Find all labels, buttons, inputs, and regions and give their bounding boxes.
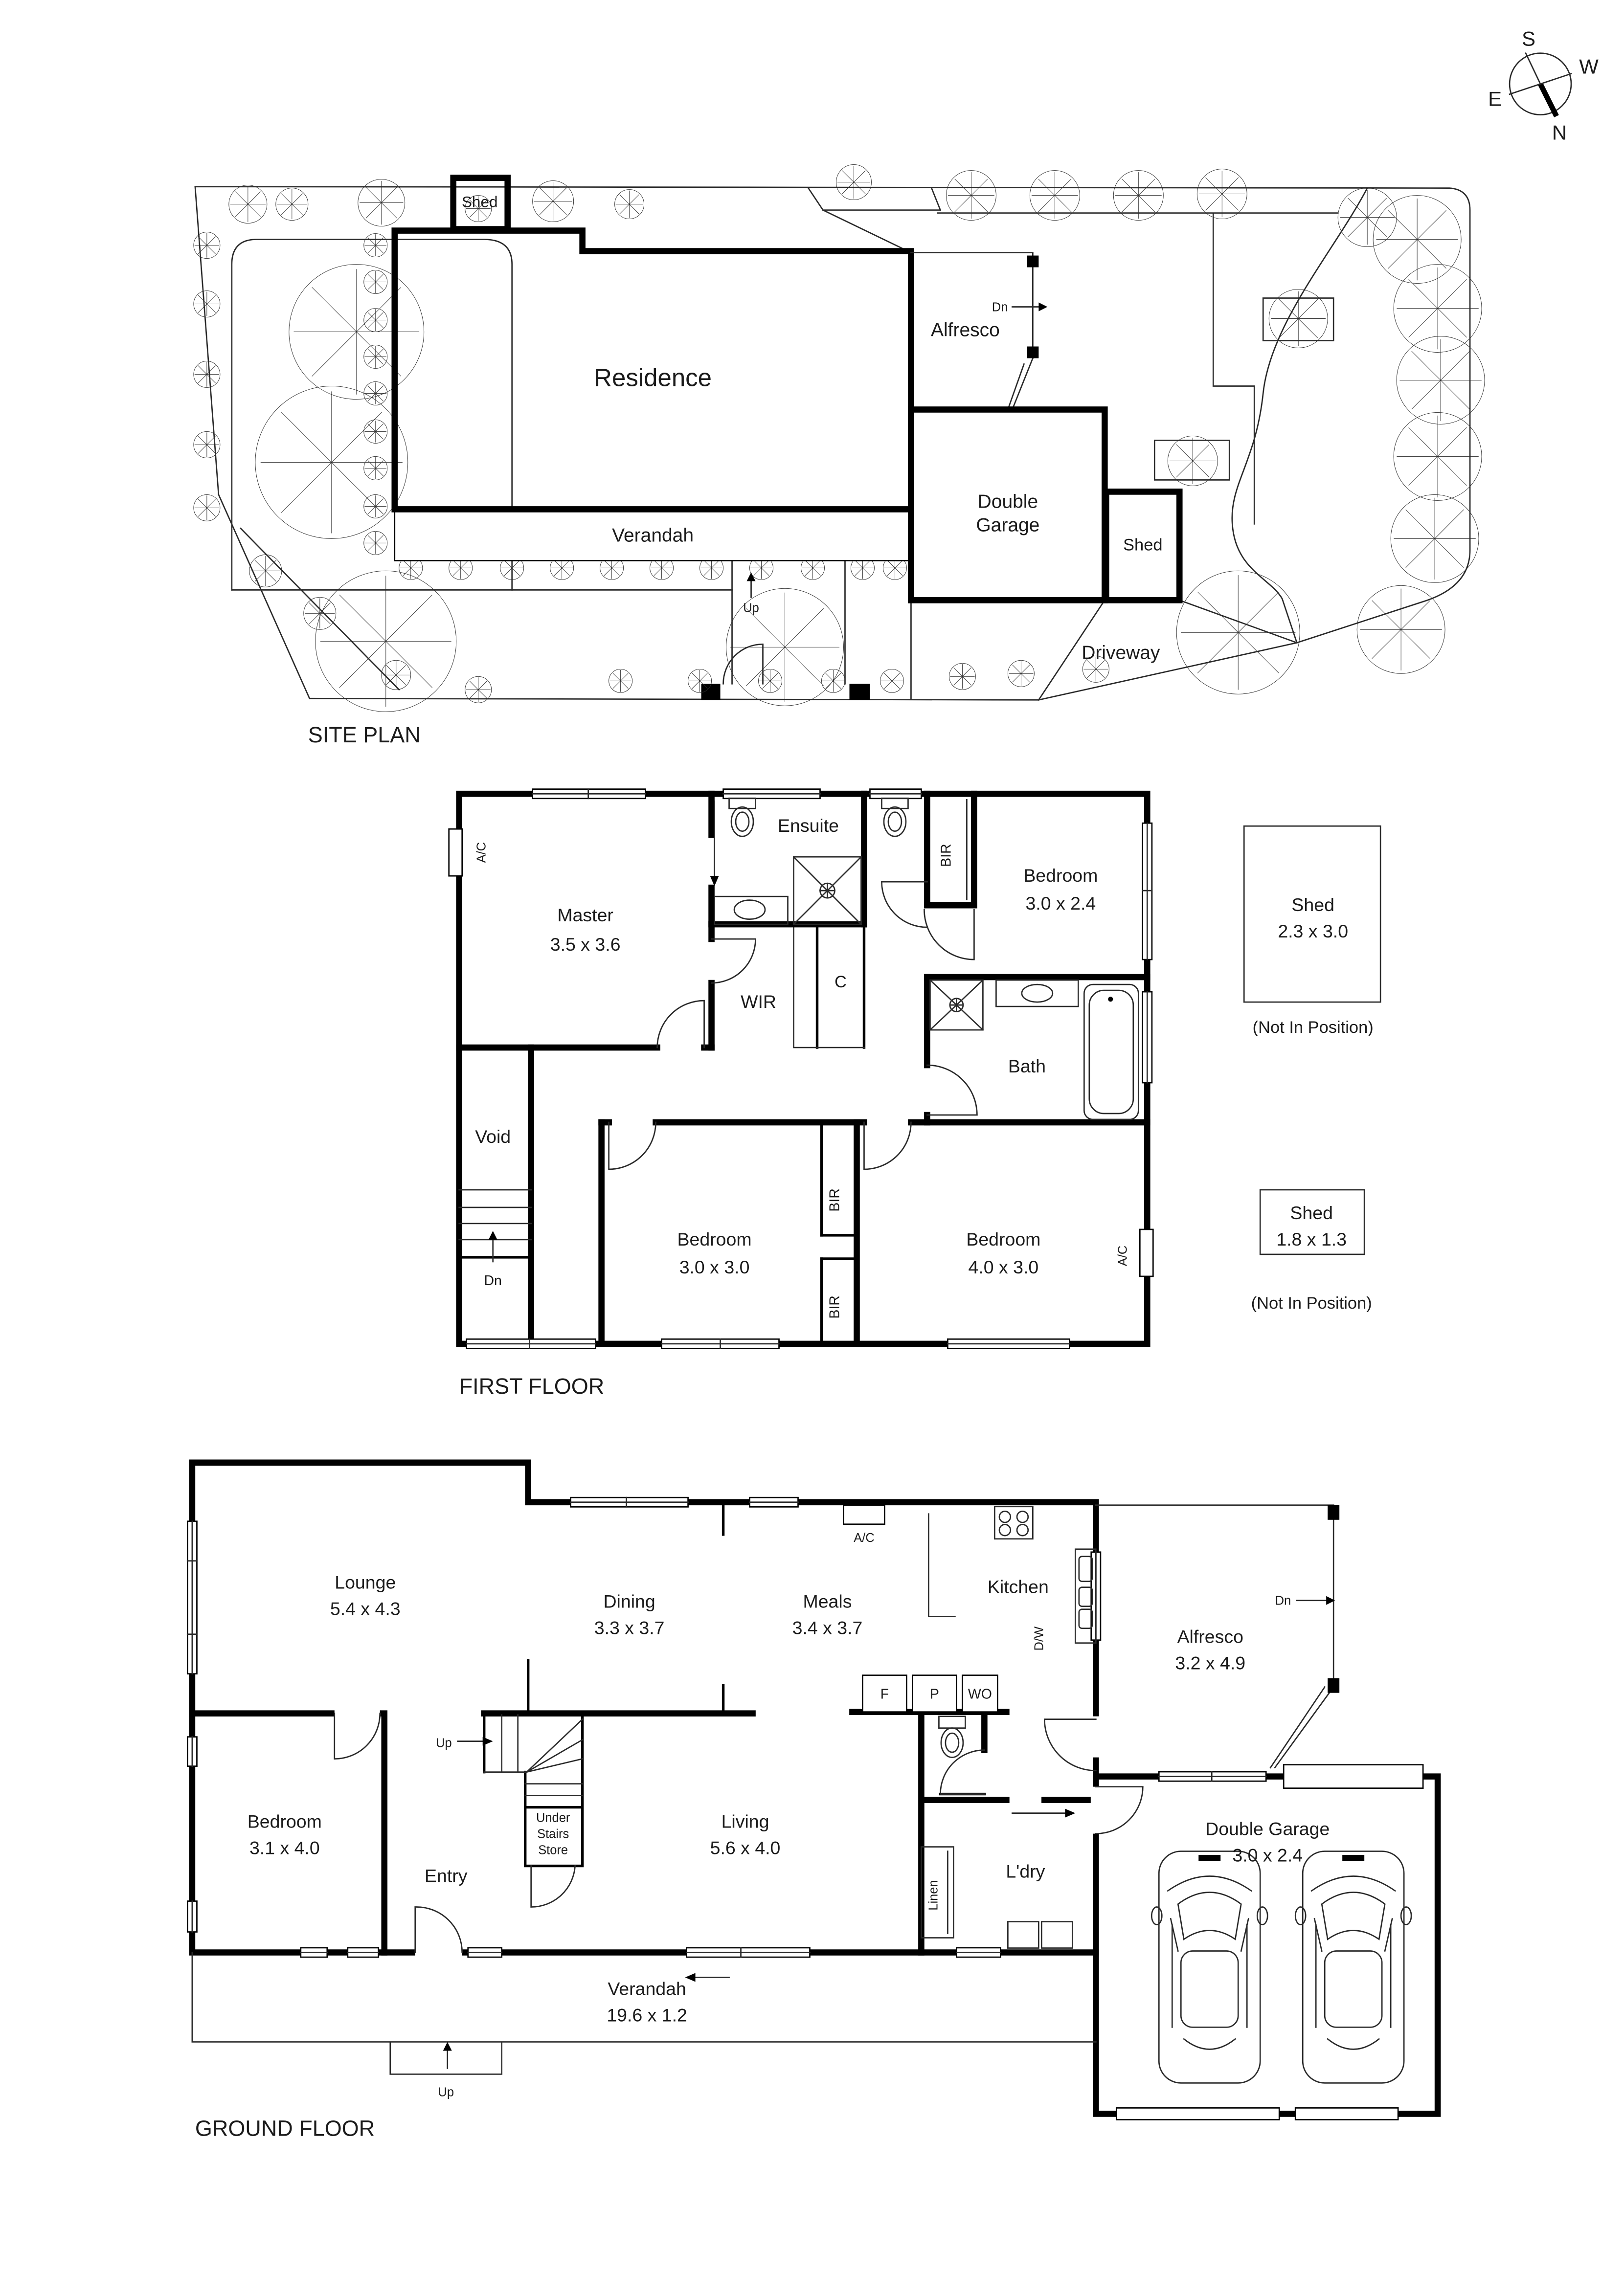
site-garage-label-1: Double: [978, 491, 1038, 512]
ff-bedroom3-label: Bedroom: [677, 1229, 752, 1249]
site-shed-right-label: Shed: [1123, 535, 1163, 554]
gf-fridge-label: F: [880, 1687, 889, 1702]
gf-store-label-1: Under: [536, 1811, 570, 1825]
gf-lounge-dims: 5.4 x 4.3: [330, 1599, 401, 1619]
gf-meals-dims: 3.4 x 3.7: [792, 1618, 863, 1638]
ff-dn-label: Dn: [484, 1273, 501, 1289]
first-floor-plan: A/C Master 3.5 x 3.6 Ensuite WIR C BIR B…: [448, 788, 1381, 1399]
ground-floor-walls: [189, 1459, 1441, 2117]
ff-bedroom4-label: Bedroom: [966, 1229, 1040, 1249]
ground-floor-fixtures: [443, 1674, 1076, 2069]
ff-bir-low-label: BIR: [827, 1295, 842, 1318]
gf-bedroom-label: Bedroom: [248, 1811, 322, 1832]
ground-floor-kitchen-fixtures: [843, 1504, 1097, 1644]
ff-void-label: Void: [475, 1126, 511, 1147]
gf-dining-label: Dining: [603, 1591, 655, 1612]
ff-shed-b-dims: 1.8 x 1.3: [1276, 1229, 1347, 1249]
gf-bedroom-dims: 3.1 x 4.0: [249, 1838, 320, 1858]
ff-shed-a-note: (Not In Position): [1253, 1018, 1374, 1037]
ff-master-label: Master: [557, 905, 613, 925]
site-up-label: Up: [743, 601, 759, 615]
first-floor-fixtures: [448, 797, 1154, 1277]
site-trees: [193, 163, 1485, 712]
gf-garage-dims: 3.0 x 2.4: [1232, 1845, 1303, 1866]
compass-south: S: [1522, 27, 1535, 50]
gf-alfresco-dims: 3.2 x 4.9: [1175, 1653, 1245, 1673]
gf-store-label-3: Store: [538, 1844, 568, 1857]
ground-floor-plan: Lounge 5.4 x 4.3 Dining 3.3 x 3.7 Meals …: [186, 1459, 1441, 2140]
gf-ac-label: A/C: [854, 1531, 874, 1545]
compass-east: E: [1488, 88, 1502, 111]
ff-bedroom4-dims: 4.0 x 3.0: [969, 1257, 1039, 1277]
ff-shed-a-dims: 2.3 x 3.0: [1278, 921, 1348, 941]
garage-cars: [1150, 1850, 1412, 2084]
gf-kitchen-label: Kitchen: [988, 1577, 1049, 1597]
gf-dw-label: D/W: [1032, 1627, 1046, 1651]
ground-floor-door-gaps: [334, 1708, 1101, 1958]
gf-store-label-2: Stairs: [537, 1828, 569, 1841]
first-floor-title: FIRST FLOOR: [459, 1374, 605, 1399]
ground-floor-doors: [334, 1713, 1144, 1953]
ff-bir-mid-label: BIR: [827, 1188, 842, 1211]
first-floor-windows: [466, 788, 1153, 1349]
gf-entry-label: Entry: [425, 1866, 468, 1886]
gf-up-porch-label: Up: [438, 2085, 454, 2099]
compass-north: N: [1552, 121, 1567, 144]
site-boundary: [194, 186, 1471, 701]
gf-up-stairs-label: Up: [436, 1737, 452, 1750]
gf-dining-dims: 3.3 x 3.7: [594, 1618, 665, 1638]
gf-verandah-label: Verandah: [608, 1978, 686, 1999]
ff-bir-top-label: BIR: [938, 844, 954, 867]
gf-verandah-dims: 19.6 x 1.2: [607, 2005, 687, 2025]
site-plan-title: SITE PLAN: [308, 722, 421, 747]
ff-bath-label: Bath: [1008, 1056, 1046, 1076]
ground-floor-windows: [186, 1496, 1424, 2120]
site-residence-label: Residence: [594, 363, 712, 391]
ff-cupboard-label: C: [835, 973, 847, 991]
gf-dn-label: Dn: [1275, 1594, 1291, 1608]
ff-bedroom2-dims: 3.0 x 2.4: [1025, 893, 1096, 914]
site-shed-top-label: Shed: [462, 193, 498, 211]
site-alfresco-label: Alfresco: [931, 320, 1000, 341]
gf-wall-oven-label: WO: [968, 1687, 992, 1702]
ff-ensuite-label: Ensuite: [778, 815, 839, 836]
site-garage-label-2: Garage: [976, 514, 1039, 535]
compass: S W E N: [1488, 27, 1599, 144]
ff-wir-label: WIR: [741, 991, 776, 1012]
gf-laundry-label: L'dry: [1006, 1861, 1045, 1882]
ff-shed-a-label: Shed: [1291, 894, 1334, 915]
gf-living-label: Living: [722, 1811, 769, 1832]
first-floor-sheds: [1243, 825, 1381, 1255]
ff-bedroom2-label: Bedroom: [1023, 865, 1098, 886]
ff-ac-right-label: A/C: [1116, 1246, 1129, 1266]
ground-floor-alfresco: [1095, 1504, 1340, 1769]
site-buildings: [391, 175, 1183, 603]
gf-meals-label: Meals: [803, 1591, 852, 1612]
ff-bedroom3-dims: 3.0 x 3.0: [679, 1257, 750, 1277]
compass-west: W: [1579, 55, 1599, 78]
gf-linen-label: Linen: [926, 1880, 940, 1910]
ff-shed-b-note: (Not In Position): [1251, 1294, 1372, 1313]
gf-lounge-label: Lounge: [335, 1572, 396, 1593]
ff-shed-b-label: Shed: [1290, 1203, 1333, 1223]
gf-pantry-label: P: [930, 1687, 939, 1702]
gf-garage-label: Double Garage: [1205, 1819, 1330, 1839]
site-driveway-label: Driveway: [1082, 642, 1160, 663]
ff-ac-left-label: A/C: [475, 842, 489, 863]
gf-alfresco-label: Alfresco: [1177, 1627, 1243, 1647]
ground-floor-title: GROUND FLOOR: [195, 2116, 375, 2140]
ff-master-dims: 3.5 x 3.6: [550, 934, 621, 955]
gf-living-dims: 5.6 x 4.0: [710, 1838, 781, 1858]
site-plan: Shed Residence Verandah Alfresco Dn Doub…: [193, 163, 1485, 747]
site-verandah-label: Verandah: [612, 525, 694, 546]
site-dn-label: Dn: [992, 301, 1008, 314]
first-floor-doors: [608, 881, 978, 1170]
